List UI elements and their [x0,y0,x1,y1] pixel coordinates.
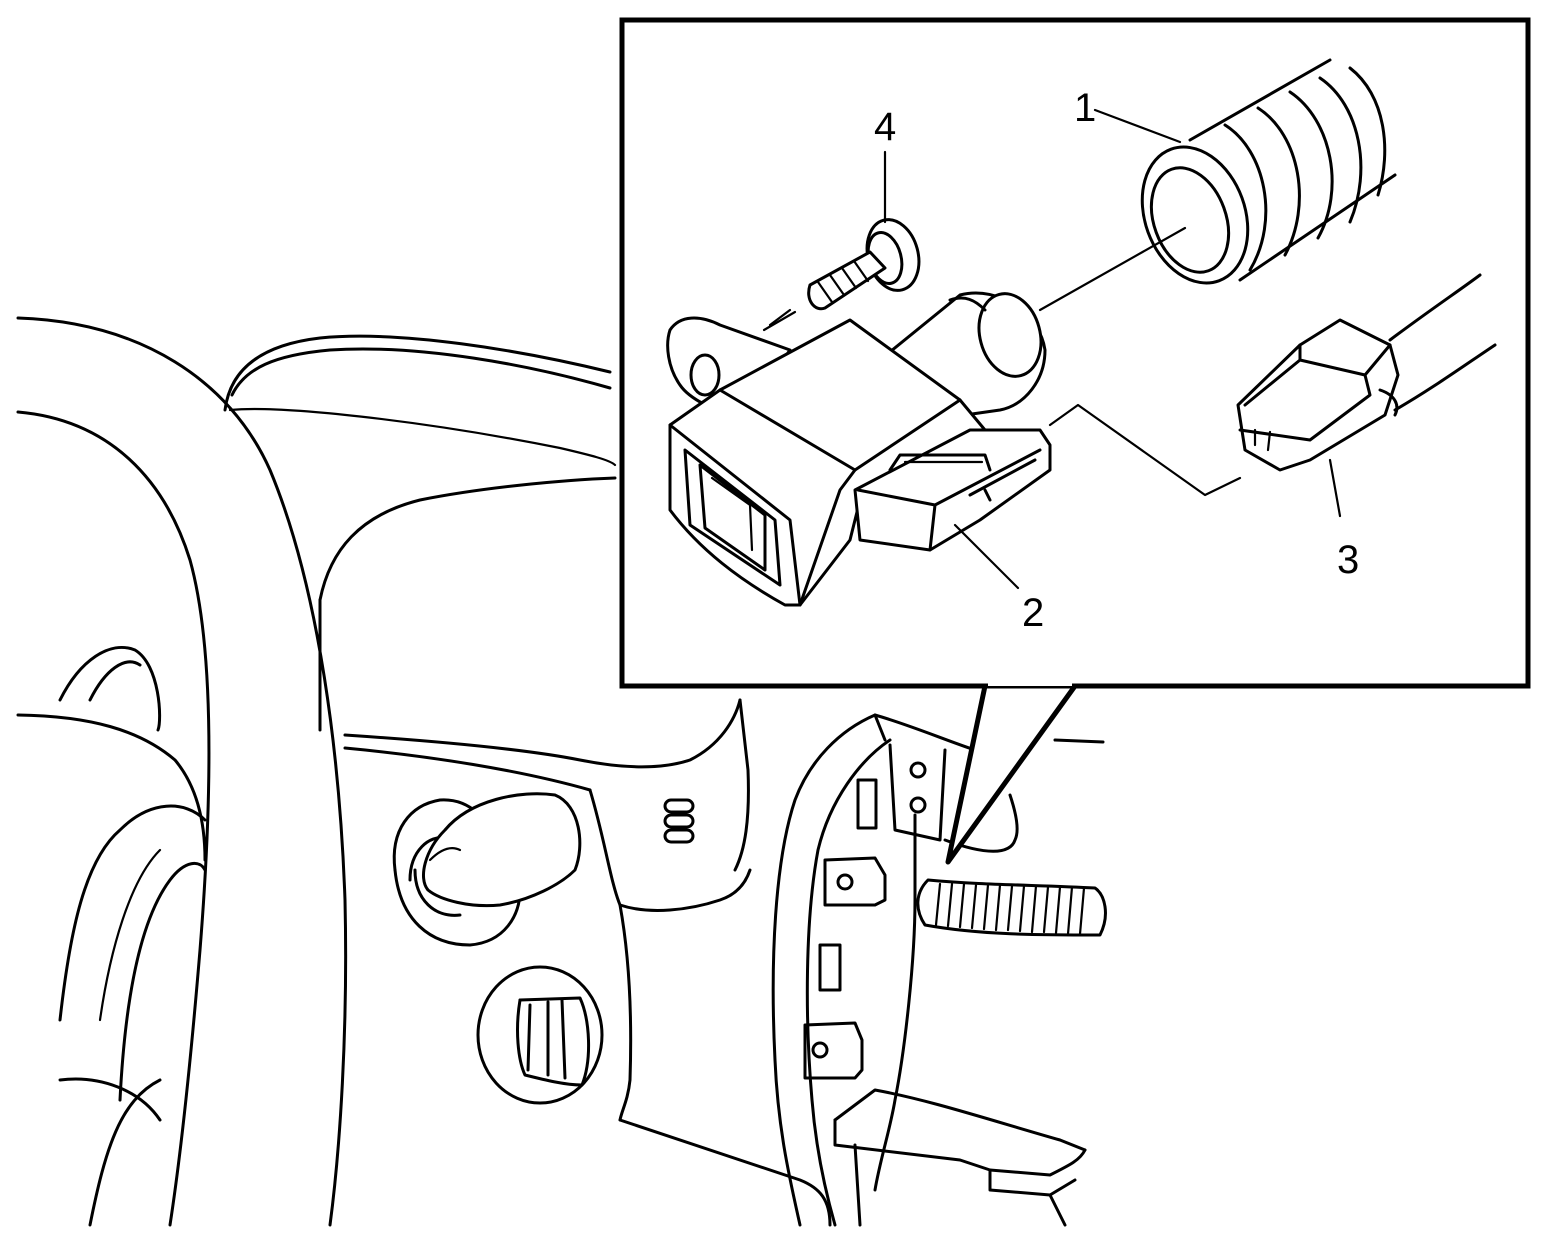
mounting-bracket [771,713,1019,1227]
sensor-part-2 [666,291,1052,607]
ignition-switch [392,792,582,947]
receptacle-part-1 [1140,58,1397,285]
connector-part-3 [1236,273,1497,472]
inset-content: 1 2 3 4 [666,58,1497,635]
assembly-lines [762,108,1342,590]
callout-4: 4 [874,105,896,149]
headlamp-switch [476,965,604,1105]
callout-3: 3 [1337,538,1359,582]
callout-2: 2 [1022,591,1044,635]
vent-slots [663,798,695,844]
dashboard-scene [16,316,1107,1227]
callout-labels: 1 2 3 4 [874,86,1359,635]
wiring-harness-conduit [916,878,1107,937]
lower-plate [833,1088,1087,1227]
callout-1: 1 [1074,86,1096,130]
screw-part-4 [768,218,921,327]
